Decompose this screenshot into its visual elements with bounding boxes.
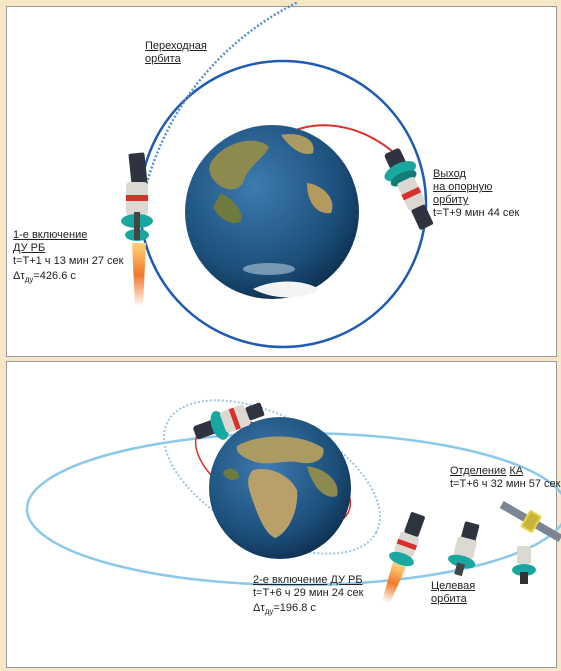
burn2-duration-value: =196.8 с: [273, 602, 316, 614]
upper-stage-separated: [448, 521, 480, 577]
transfer-orbit: [139, 0, 299, 208]
transfer-orbit-dotted: [163, 399, 381, 555]
upper-stage-right: [384, 148, 434, 230]
separation-label-text: Отделение: [450, 465, 507, 477]
exit-label-1: Выход: [433, 168, 466, 180]
burn2-time: t=T+6 ч 29 мин 24 сек: [253, 587, 364, 599]
separation-label-ka: КА: [509, 465, 524, 477]
transfer-orbit-label-1: Переходная: [145, 40, 207, 52]
burn1-engine: ДУ РБ: [13, 242, 46, 254]
stage-on-orbit: [193, 402, 265, 440]
earth-globe: [185, 125, 359, 299]
spacecraft-ka: [499, 501, 561, 542]
burn1-duration: Δτду=426.6 с: [13, 270, 76, 286]
target-orbit-label-2: орбита: [431, 593, 467, 605]
exit-label-3: орбиту: [433, 194, 469, 206]
burn2-duration: Δτду=196.8 с: [253, 602, 316, 618]
burn2-title: 2-е включение ДУ РБ: [253, 574, 363, 587]
burn1-duration-value: =426.6 с: [33, 270, 76, 282]
burn1-duration-prefix: Δτ: [13, 270, 25, 282]
burn2-duration-sub: ду: [264, 607, 274, 617]
burn2-title-text: 2-е включение: [253, 574, 328, 586]
earth-globe-2: [209, 417, 351, 559]
burn2-engine: ДУ РБ: [330, 574, 363, 586]
bottom-diagram: [25, 399, 561, 604]
separation-label: Отделение КА: [450, 465, 523, 478]
burn1-title: 1-е включение: [13, 229, 88, 241]
top-panel: Переходная орбита 1-е включение ДУ РБ t=…: [6, 0, 557, 357]
burn1-duration-sub: ду: [24, 275, 34, 285]
upper-stage-left: [121, 152, 153, 307]
upper-stage-piece: [512, 546, 536, 584]
bottom-panel: Отделение КА t=T+6 ч 32 мин 57 сек 2-е в…: [6, 361, 561, 668]
burn2-duration-prefix: Δτ: [253, 602, 265, 614]
transfer-orbit-label-2: орбита: [145, 53, 181, 65]
exit-label-2: на опорную: [433, 181, 493, 193]
top-diagram: [121, 0, 434, 349]
target-orbit-label-1: Целевая: [431, 580, 476, 592]
upper-stage-burn2: [382, 512, 425, 604]
burn1-time: t=T+1 ч 13 мин 27 сек: [13, 255, 124, 267]
exit-time: t=T+9 мин 44 сек: [433, 207, 520, 219]
separation-time: t=T+6 ч 32 мин 57 сек: [450, 478, 561, 490]
